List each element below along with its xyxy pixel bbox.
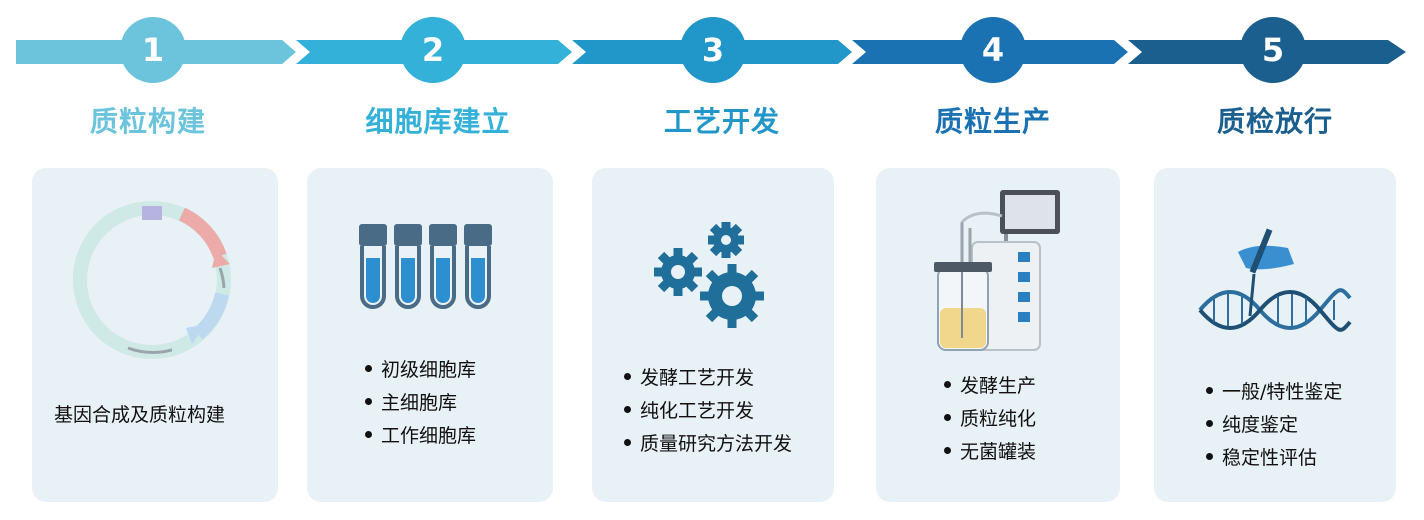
- list-item: 质粒纯化: [944, 403, 1036, 436]
- bioreactor-icon: [934, 190, 1060, 351]
- step-1-text: 基因合成及质粒构建: [54, 404, 226, 426]
- step-title-1: 质粒构建: [89, 105, 206, 138]
- list-item: 发酵工艺开发: [624, 362, 792, 395]
- list-item: 纯度鉴定: [1206, 409, 1342, 442]
- step-4-items: 发酵生产 质粒纯化 无菌罐装: [944, 370, 1036, 469]
- step-title-3: 工艺开发: [663, 105, 780, 138]
- step-number-4: 4: [982, 31, 1004, 69]
- step-title-4: 质粒生产: [934, 105, 1051, 138]
- list-item: 稳定性评估: [1206, 442, 1342, 475]
- step-circle-3: [680, 17, 746, 83]
- gears-icon: [654, 222, 764, 328]
- step-card-1: 基因合成及质粒构建: [32, 168, 278, 502]
- step-number-5: 5: [1262, 31, 1284, 69]
- step-5-items: 一般/特性鉴定 纯度鉴定 稳定性评估: [1206, 376, 1342, 475]
- step-number-1: 1: [142, 31, 164, 69]
- list-item: 纯化工艺开发: [624, 395, 792, 428]
- list-item: 质量研究方法开发: [624, 428, 792, 461]
- list-item: 初级细胞库: [365, 354, 476, 387]
- step-title-2: 细胞库建立: [365, 105, 511, 138]
- step-number-2: 2: [422, 31, 444, 69]
- step-card-4: 发酵生产 质粒纯化 无菌罐装: [876, 168, 1120, 502]
- step-card-2: 初级细胞库 主细胞库 工作细胞库: [307, 168, 553, 502]
- step-2-items: 初级细胞库 主细胞库 工作细胞库: [365, 354, 476, 453]
- dna-pen-icon: [1198, 228, 1352, 332]
- step-card-5: 一般/特性鉴定 纯度鉴定 稳定性评估: [1154, 168, 1396, 502]
- list-item: 工作细胞库: [365, 420, 476, 453]
- step-card-3: 发酵工艺开发 纯化工艺开发 质量研究方法开发: [592, 168, 834, 502]
- list-item: 发酵生产: [944, 370, 1036, 403]
- step-circle-5: [1240, 17, 1306, 83]
- step-number-3: 3: [702, 31, 724, 69]
- test-tubes-icon: [359, 224, 492, 309]
- list-item: 无菌罐装: [944, 436, 1036, 469]
- list-item: 一般/特性鉴定: [1206, 376, 1342, 409]
- step-title-5: 质检放行: [1216, 105, 1333, 138]
- list-item: 主细胞库: [365, 387, 476, 420]
- step-3-items: 发酵工艺开发 纯化工艺开发 质量研究方法开发: [624, 362, 792, 461]
- step-circle-2: [400, 17, 466, 83]
- step-circle-4: [960, 17, 1026, 83]
- process-arrow-bar: 1 2 3 4 5: [16, 17, 1406, 83]
- plasmid-ring-icon: [72, 201, 231, 359]
- step-circle-1: [120, 17, 186, 83]
